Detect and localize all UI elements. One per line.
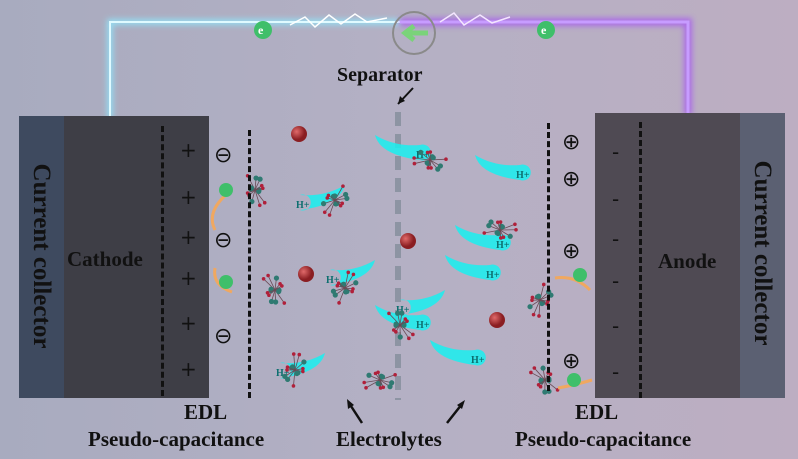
molecule-cluster — [529, 365, 560, 395]
anode: Anode — [595, 113, 740, 398]
proton-ion: H+ — [475, 155, 531, 181]
svg-text:H+: H+ — [396, 305, 410, 316]
cathode-label: Cathode — [67, 247, 143, 271]
cathode-edl-inner-boundary — [161, 126, 164, 396]
molecule-cluster — [330, 270, 359, 305]
svg-text:H+: H+ — [496, 240, 510, 251]
right-current-collector: Current collector — [740, 113, 785, 398]
electrolyte-arrow-right — [446, 403, 463, 424]
anode-edl-outer-boundary — [547, 123, 550, 391]
proton-ion: H+ — [296, 185, 345, 211]
negative-charge: - — [612, 269, 620, 293]
water-molecules — [291, 126, 505, 328]
right-pseudo-capacitance-label: Pseudo-capacitance — [515, 427, 692, 451]
cation: ⊕ — [562, 167, 581, 192]
proton-ion: H+ — [430, 340, 486, 366]
right-edl-label: EDL — [575, 400, 619, 424]
cation: ⊕ — [562, 239, 581, 264]
cathode: Cathode — [64, 116, 209, 398]
positive-charge: + — [180, 311, 197, 335]
anode-edl-inner-boundary — [639, 122, 642, 398]
electron-icon-top: e e — [254, 21, 555, 39]
anion: ⊖ — [214, 324, 233, 349]
svg-text:H+: H+ — [486, 270, 500, 281]
proton-ion: H+ — [455, 225, 511, 251]
svg-text:H+: H+ — [416, 320, 430, 331]
proton-ion: H+ — [375, 135, 431, 161]
positive-charge: + — [180, 225, 197, 249]
left-edl-label: EDL — [184, 400, 228, 424]
right-current-collector-label: Current collector — [749, 160, 776, 346]
molecule-cluster — [282, 352, 307, 388]
svg-text:H+: H+ — [516, 170, 530, 181]
proton-ion: H+ — [326, 260, 375, 286]
electrolytes-label: Electrolytes — [336, 427, 442, 451]
anion: ⊖ — [214, 228, 233, 253]
negative-charge: - — [612, 140, 620, 164]
negative-charge: - — [612, 187, 620, 211]
positive-charge: + — [180, 185, 197, 209]
molecule-cluster — [412, 149, 448, 172]
proton-ion: H+ — [445, 255, 501, 281]
molecule-cluster — [482, 219, 518, 240]
proton-ion: H+ — [396, 290, 445, 316]
separator-label: Separator — [337, 64, 423, 86]
molecule-cluster — [261, 273, 287, 305]
svg-text:e: e — [258, 23, 264, 37]
external-circuit-wire — [107, 12, 692, 118]
current-direction-icon — [392, 11, 436, 55]
negative-charge: - — [612, 314, 620, 338]
anion: ⊖ — [214, 143, 233, 168]
polyoxometalate-clusters — [245, 149, 560, 395]
left-pseudo-capacitance-label: Pseudo-capacitance — [88, 427, 265, 451]
molecule-cluster — [362, 370, 397, 390]
electron-transfer-arrows — [210, 183, 593, 390]
molecule-cluster — [387, 310, 415, 341]
svg-text:e: e — [541, 23, 547, 37]
anode-label: Anode — [658, 249, 717, 273]
left-current-collector: Current collector — [19, 116, 64, 398]
proton-ions: H+ H+ H+ H+ H+ H+ H+ H+ H+ H+ — [276, 135, 531, 379]
negative-charge: - — [612, 360, 620, 384]
molecule-cluster — [320, 184, 350, 217]
svg-text:H+: H+ — [296, 200, 310, 211]
positive-charge: + — [180, 138, 197, 162]
positive-charge: + — [180, 357, 197, 381]
cation: ⊕ — [562, 349, 581, 374]
svg-text:H+: H+ — [471, 355, 485, 366]
proton-ion: H+ — [375, 305, 431, 331]
positive-charge: + — [180, 266, 197, 290]
svg-text:H+: H+ — [326, 275, 340, 286]
svg-text:H+: H+ — [276, 368, 290, 379]
left-current-collector-label: Current collector — [28, 163, 55, 349]
negative-charge: - — [612, 227, 620, 251]
cathode-edl-outer-boundary — [248, 130, 251, 398]
svg-text:H+: H+ — [416, 150, 430, 161]
cation: ⊕ — [562, 130, 581, 155]
